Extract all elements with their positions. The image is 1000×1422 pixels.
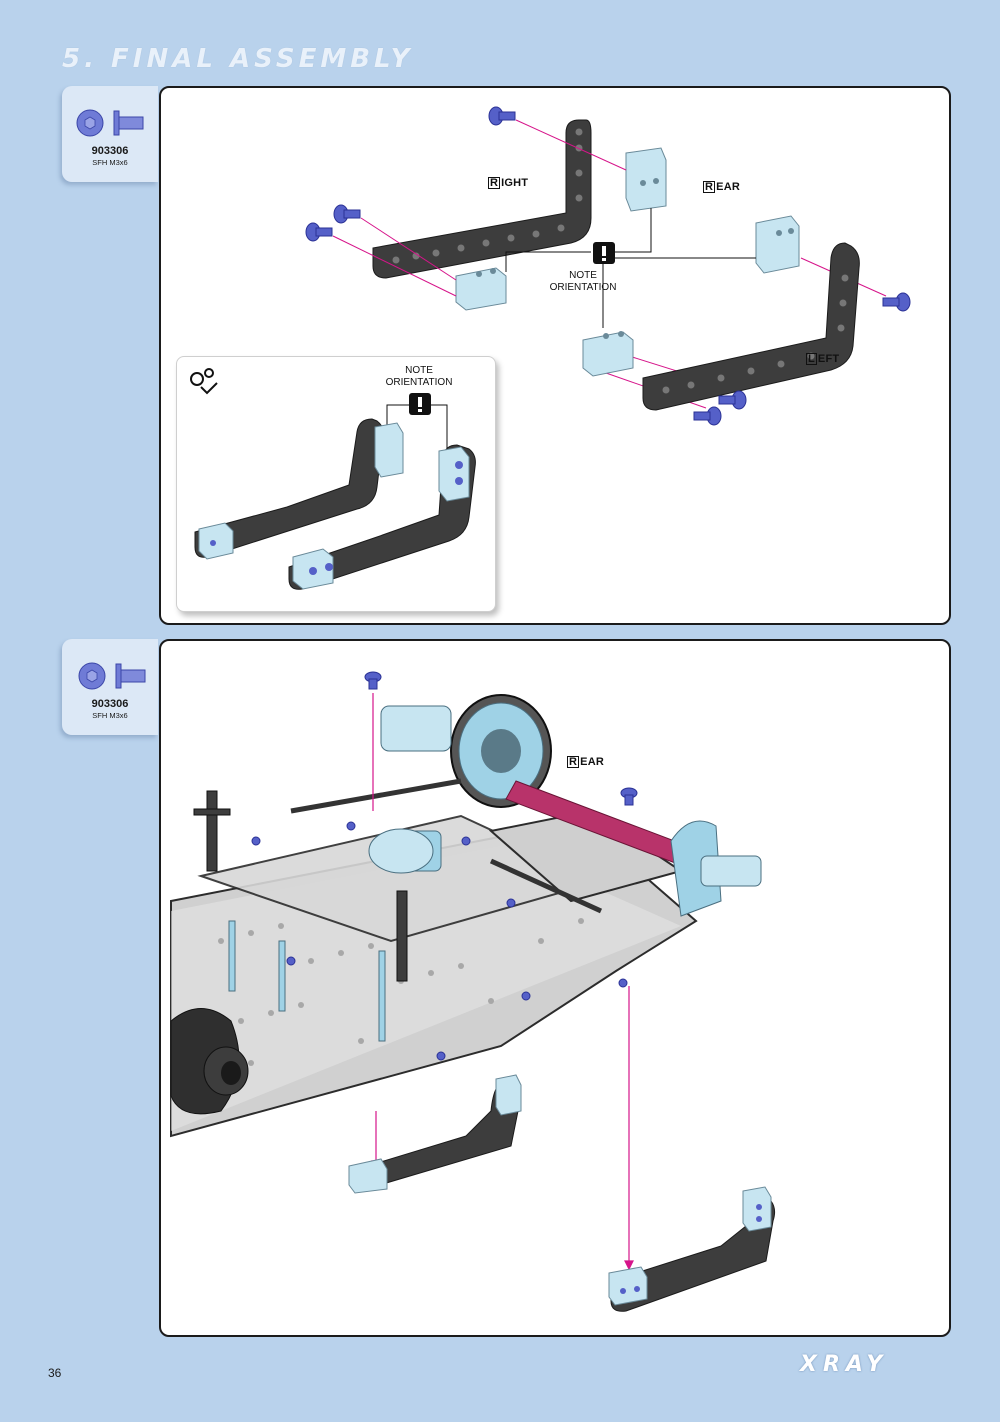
inset-note-orientation-label: NOTE ORIENTATION bbox=[385, 365, 453, 388]
inset-diagram bbox=[190, 368, 476, 590]
step-2-diagram bbox=[170, 671, 776, 1312]
bracket-right-installed bbox=[348, 1074, 522, 1194]
part-tab-step-2: 903306 SFH M3x6 bbox=[62, 639, 158, 735]
chassis-plate bbox=[170, 809, 698, 1138]
part-code: 903306 bbox=[91, 145, 129, 157]
right-front-block bbox=[455, 267, 507, 311]
right-rear-block bbox=[625, 147, 667, 212]
note-orientation-label: NOTE ORIENTATION bbox=[549, 270, 617, 293]
spur-gear bbox=[450, 694, 552, 808]
bracket-left-installed bbox=[608, 1186, 776, 1312]
motor-mount bbox=[368, 705, 452, 874]
part-desc: SFH M3x6 bbox=[92, 158, 128, 167]
front-hub bbox=[170, 1008, 249, 1115]
linkages bbox=[290, 778, 603, 914]
bulkhead-right bbox=[670, 820, 762, 917]
screws bbox=[251, 671, 638, 1061]
check-gears-icon bbox=[190, 368, 218, 395]
part-code: 903306 bbox=[91, 698, 129, 710]
posts bbox=[228, 920, 386, 1042]
left-screws bbox=[693, 292, 911, 426]
screw-part-icon bbox=[78, 662, 146, 690]
upper-posts bbox=[193, 790, 408, 982]
part-tab-step-1: 903306 SFH M3x6 bbox=[62, 86, 158, 182]
left-bracket bbox=[642, 242, 860, 411]
note-callout-lines bbox=[505, 208, 756, 328]
section-title: 5. FINAL ASSEMBLY bbox=[62, 44, 414, 74]
inset-warning-icon bbox=[409, 393, 431, 415]
left-rear-block bbox=[755, 215, 800, 274]
screw-part-icon bbox=[76, 109, 144, 137]
warning-icon bbox=[593, 242, 615, 264]
page-number: 36 bbox=[48, 1366, 62, 1380]
part-desc: SFH M3x6 bbox=[92, 711, 128, 720]
right-bracket bbox=[372, 119, 592, 279]
inset-bracket-lower bbox=[288, 444, 476, 590]
step-1-diagram bbox=[305, 106, 911, 426]
right-screws bbox=[305, 106, 516, 242]
brand-logo: XRAY bbox=[800, 1352, 889, 1377]
orientation-check-inset: NOTE ORIENTATION bbox=[176, 356, 496, 612]
left-front-block bbox=[582, 331, 634, 377]
